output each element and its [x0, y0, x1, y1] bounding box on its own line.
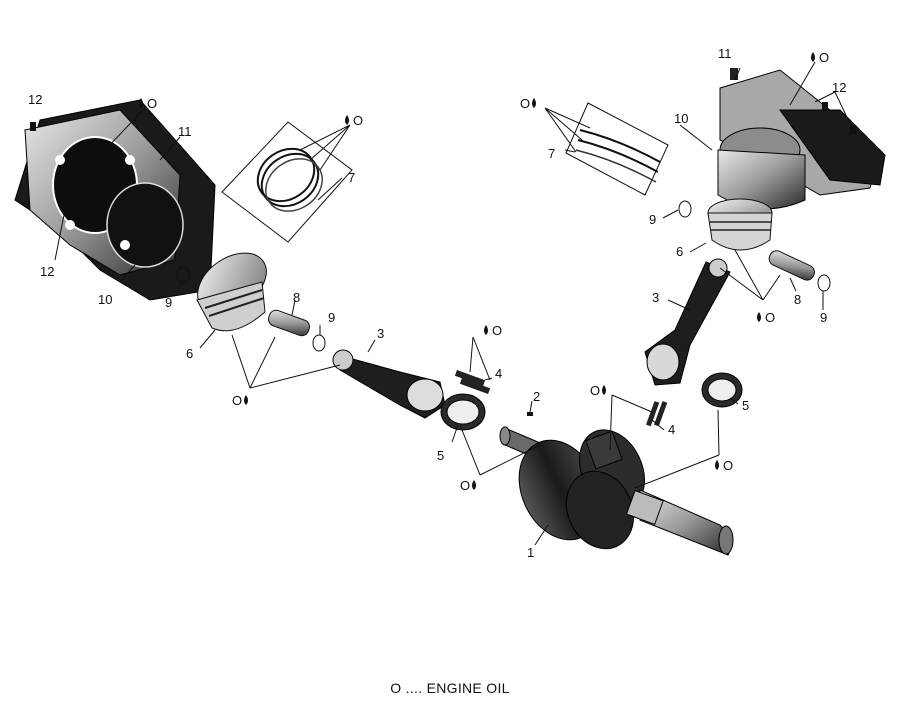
- rod-bolts-right: [646, 401, 668, 427]
- svg-text:O: O: [765, 310, 775, 325]
- callout-3: 3: [652, 290, 659, 305]
- svg-text:O: O: [147, 96, 157, 111]
- callout-11: 11: [718, 46, 732, 61]
- callout-9: 9: [165, 295, 172, 310]
- svg-text:O: O: [353, 113, 363, 128]
- callout-9: 9: [820, 310, 827, 325]
- callout-9: 9: [328, 310, 335, 325]
- bearing-left: [440, 393, 486, 431]
- svg-text:O: O: [232, 393, 242, 408]
- callout-11: 11: [178, 124, 192, 139]
- connecting-rod-right: [644, 258, 731, 386]
- piston-rings-left: [221, 121, 353, 243]
- callout-12: 12: [40, 264, 54, 279]
- svg-text:O: O: [723, 458, 733, 473]
- callout-12: 12: [28, 92, 42, 107]
- callout-2: 2: [533, 389, 540, 404]
- oil-marker: O: [715, 458, 733, 473]
- callout-4: 4: [495, 366, 502, 381]
- dowel-pin: [527, 412, 533, 416]
- svg-text:O: O: [590, 383, 600, 398]
- oil-marker: O: [520, 96, 536, 111]
- callout-8: 8: [293, 290, 300, 305]
- callout-4: 4: [668, 422, 675, 437]
- callout-7: 7: [548, 146, 555, 161]
- piston-right: [707, 198, 773, 251]
- callout-9: 9: [649, 212, 656, 227]
- oil-markers: O O O O O O O O O: [139, 50, 829, 493]
- callout-6: 6: [676, 244, 683, 259]
- oil-marker: O: [232, 393, 248, 408]
- oil-marker: O: [345, 113, 363, 128]
- callout-5: 5: [437, 448, 444, 463]
- svg-text:O: O: [492, 323, 502, 338]
- crankshaft: [499, 426, 734, 556]
- callout-10: 10: [98, 292, 112, 307]
- svg-text:O: O: [819, 50, 829, 65]
- piston-rings-right: [565, 102, 669, 196]
- piston-pin-left: [176, 266, 326, 352]
- rod-bolts-left: [454, 370, 491, 394]
- bearing-right: [701, 372, 743, 408]
- oil-marker: O: [590, 383, 606, 398]
- piston-pin-right: [678, 200, 831, 292]
- oil-marker: O: [460, 478, 476, 493]
- callout-3: 3: [377, 326, 384, 341]
- left-cylinder-assembly: [14, 99, 216, 301]
- connecting-rod-left: [332, 349, 446, 419]
- callout-12: 12: [832, 80, 846, 95]
- piston-left: [196, 252, 267, 332]
- callout-5: 5: [742, 398, 749, 413]
- callout-7: 7: [348, 170, 355, 185]
- callout-1: 1: [527, 545, 534, 560]
- callout-10: 10: [674, 111, 688, 126]
- engine-oil-legend: O .... ENGINE OIL: [390, 680, 510, 696]
- oil-marker: O: [139, 96, 157, 111]
- svg-text:O: O: [520, 96, 530, 111]
- oil-marker: O: [811, 50, 829, 65]
- right-cylinder-assembly: [717, 68, 886, 210]
- callout-8: 8: [794, 292, 801, 307]
- oil-marker: O: [757, 310, 775, 325]
- callout-labels: 12 11 12 10 9 7 6 8 9 3 4 5 2 1 11 12 10…: [28, 46, 846, 560]
- leader-lines: [54, 61, 853, 546]
- svg-text:O: O: [460, 478, 470, 493]
- oil-marker: O: [484, 323, 502, 338]
- callout-6: 6: [186, 346, 193, 361]
